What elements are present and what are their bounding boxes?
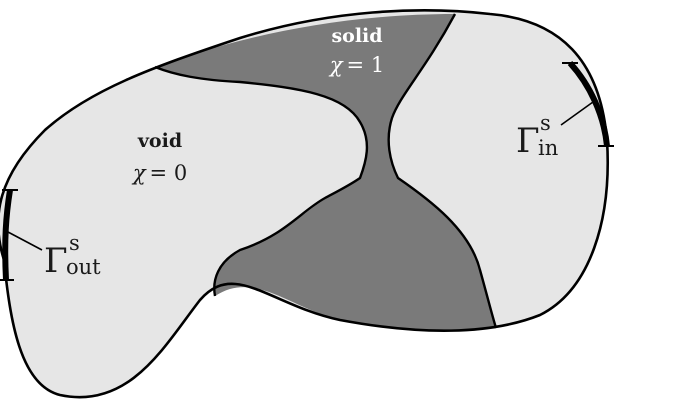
outlet-gamma-symbol: Γ bbox=[44, 241, 68, 281]
solid-label: solid bbox=[331, 25, 382, 47]
inlet-subscript: in bbox=[538, 136, 558, 160]
solid-chi-equation: χ= 1 bbox=[328, 53, 384, 77]
inlet-superscript: s bbox=[540, 111, 551, 135]
solid-chi-symbol: χ bbox=[328, 53, 344, 77]
outlet-leader-line bbox=[7, 231, 43, 251]
outlet-boundary-segment bbox=[2, 189, 13, 281]
inlet-boundary-segment bbox=[567, 60, 610, 147]
void-chi-symbol: χ bbox=[131, 161, 147, 185]
void-label: void bbox=[137, 130, 182, 152]
inlet-leader-line bbox=[560, 101, 594, 126]
domain-boundary bbox=[0, 9, 609, 399]
void-chi-equation: χ= 0 bbox=[131, 161, 187, 185]
solid-chi-value: = 1 bbox=[347, 53, 385, 77]
inlet-gamma-symbol: Γ bbox=[516, 121, 540, 161]
interface-left-top bbox=[154, 65, 369, 297]
void-chi-value: = 0 bbox=[150, 161, 188, 185]
outlet-subscript: out bbox=[66, 255, 101, 279]
interface-right bbox=[387, 13, 498, 329]
solid-region-top bbox=[155, 14, 455, 178]
solid-region-bottom bbox=[214, 178, 497, 330]
outlet-superscript: s bbox=[69, 231, 80, 255]
